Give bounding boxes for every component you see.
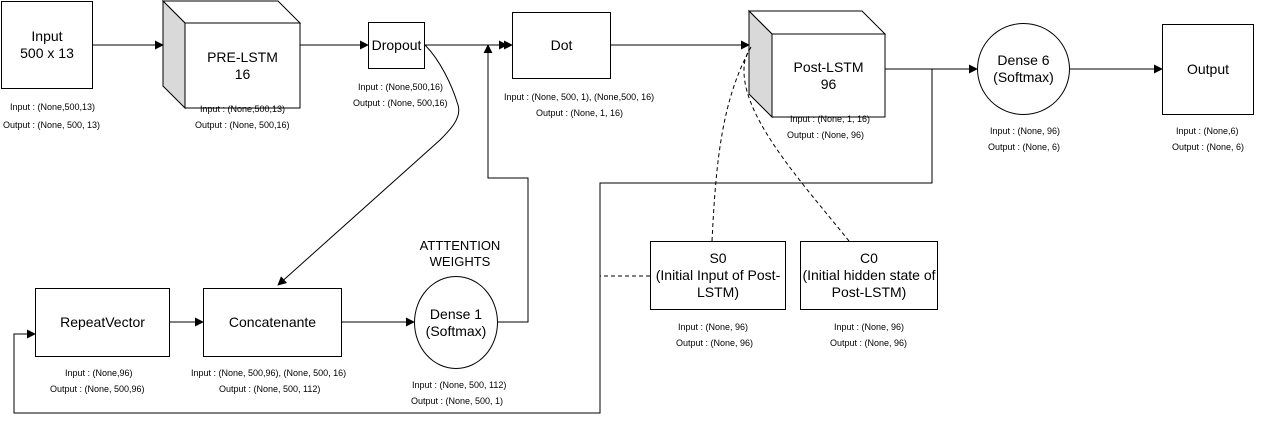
attention-title-line1: ATTTENTION — [419, 238, 501, 253]
pre-lstm-line2: 16 — [234, 65, 251, 82]
concatenate-label: Concatenante — [228, 314, 317, 330]
input-node-line2: 500 x 13 — [20, 45, 74, 61]
dense1-io-out: Output : (None, 500, 1) — [411, 396, 504, 406]
dense1-line2: (Softmax) — [425, 322, 487, 339]
repeat-vector-node[interactable]: RepeatVector — [35, 288, 170, 357]
input-node-line1: Input — [31, 28, 63, 44]
c0-line3: Post-LSTM) — [831, 284, 907, 300]
dropout-io-in: Input : (None,500,16) — [358, 82, 444, 92]
dense1-node[interactable]: Dense 1 (Softmax) — [414, 276, 498, 369]
output-io-in: Input : (None,6) — [1176, 126, 1239, 136]
dashed-links — [600, 46, 850, 277]
dropout-node[interactable]: Dropout — [368, 22, 425, 69]
dense6-line2: (Softmax) — [993, 69, 1054, 85]
dense1-line1: Dense 1 — [429, 305, 483, 322]
c0-line2: (Initial hidden state of — [802, 267, 936, 283]
output-node[interactable]: Output — [1162, 24, 1254, 115]
attention-title-line2: WEIGHTS — [429, 254, 491, 269]
post-lstm-io-out: Output : (None, 96) — [787, 130, 865, 140]
s0-line1: S0 — [709, 250, 727, 266]
dense6-line1: Dense 6 — [997, 52, 1050, 68]
dense6-io-out: Output : (None, 6) — [988, 142, 1061, 152]
input-io-out: Output : (None, 500, 13) — [3, 120, 101, 130]
dense6-node[interactable]: Dense 6 (Softmax) — [977, 23, 1070, 115]
concat-io-out: Output : (None, 500, 112) — [219, 384, 321, 394]
repeat-io-out: Output : (None, 500,96) — [50, 384, 145, 394]
output-label: Output — [1186, 61, 1230, 77]
s0-line2: (Initial Input of Post- — [655, 267, 781, 283]
repeat-io-in: Input : (None,96) — [65, 368, 133, 378]
s0-line3: LSTM) — [697, 284, 739, 300]
post-lstm-line2: 96 — [820, 75, 837, 92]
c0-io-in: Input : (None, 96) — [834, 322, 905, 332]
dot-label: Dot — [550, 37, 573, 53]
input-io-in: Input : (None,500,13) — [10, 102, 96, 112]
pre-lstm-line1: PRE-LSTM — [207, 48, 278, 65]
dash-s0-postlstm — [711, 46, 752, 242]
concat-io-in: Input : (None, 500,96), (None, 500, 16) — [191, 368, 347, 378]
post-lstm-line1: Post-LSTM — [793, 58, 864, 75]
input-node[interactable]: Input 500 x 13 — [1, 1, 93, 89]
s0-node[interactable]: S0 (Initial Input of Post- LSTM) — [650, 241, 786, 310]
s0-io-in: Input : (None, 96) — [678, 322, 749, 332]
repeat-vector-label: RepeatVector — [60, 314, 145, 330]
edge-dropout-concat — [277, 44, 460, 286]
s0-io-out: Output : (None, 96) — [676, 338, 754, 348]
dot-io-in: Input : (None, 500, 1), (None,500, 16) — [504, 92, 655, 102]
dense1-io-in: Input : (None, 500, 112) — [412, 380, 507, 390]
dot-node[interactable]: Dot — [512, 12, 611, 79]
dot-io-out: Output : (None, 1, 16) — [536, 108, 624, 118]
c0-line1: C0 — [860, 250, 878, 266]
c0-io-out: Output : (None, 96) — [830, 338, 908, 348]
edges — [13, 40, 1163, 414]
pre-lstm-cube — [161, 0, 302, 110]
c0-node[interactable]: C0 (Initial hidden state of Post-LSTM) — [800, 241, 938, 310]
dash-c0-postlstm — [743, 48, 850, 242]
pre-lstm-io-out: Output : (None, 500,16) — [195, 120, 290, 130]
dropout-io-out: Output : (None, 500,16) — [353, 98, 448, 108]
dropout-label: Dropout — [371, 37, 422, 53]
pre-lstm-node[interactable]: PRE-LSTM 16 — [185, 23, 300, 108]
edge-postlstm-repeat — [13, 68, 933, 414]
concatenate-node[interactable]: Concatenante — [203, 288, 342, 357]
pre-lstm-io-in: Input : (None,500,13) — [200, 104, 286, 114]
post-lstm-node[interactable]: Post-LSTM 96 — [772, 34, 885, 117]
post-lstm-cube — [747, 9, 887, 119]
output-io-out: Output : (None, 6) — [1172, 142, 1245, 152]
edge-dense1-dot — [483, 44, 529, 323]
post-lstm-io-in: Input : (None, 1, 16) — [790, 114, 871, 124]
dense6-io-in: Input : (None, 96) — [990, 126, 1061, 136]
